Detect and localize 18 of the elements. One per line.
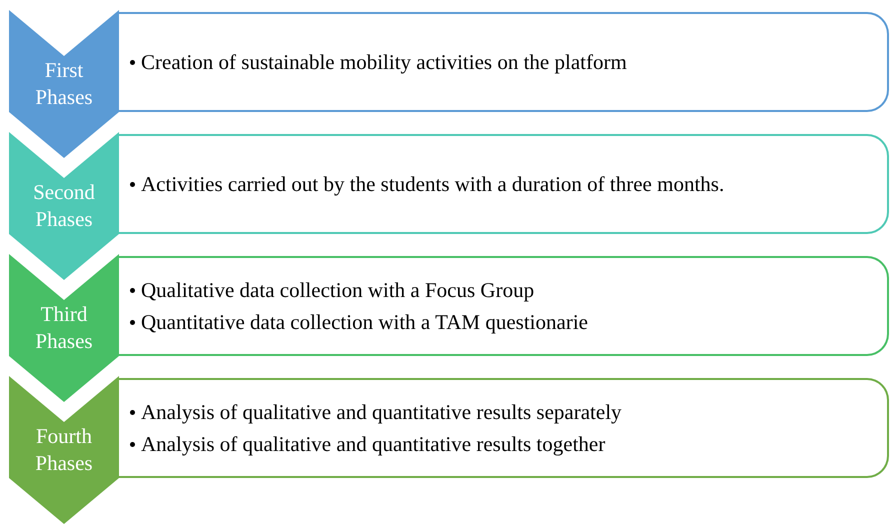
- phase-label: Fourth Phases: [34, 423, 94, 477]
- bullet-text: Analysis of qualitative and quantitative results together: [141, 431, 606, 458]
- phase-label: Second Phases: [32, 179, 96, 233]
- phase-label: Third Phases: [34, 301, 94, 355]
- phase-box: [119, 134, 889, 234]
- phase-block: [9, 132, 119, 282]
- phase-label: First Phases: [34, 57, 94, 111]
- phase-block: [9, 376, 119, 526]
- bullet-text: Quantitative data collection with a TAM questionarie: [141, 309, 588, 336]
- bullet-text: Qualitative data collection with a Focus Group: [141, 277, 534, 304]
- bullet-text: Analysis of qualitative and quantitative results separately: [141, 399, 622, 426]
- phase-box: [119, 12, 889, 112]
- bullet-text: Activities carried out by the students with a duration of three months.: [141, 171, 724, 198]
- phase-block: [9, 10, 119, 160]
- phase-box: [119, 256, 889, 356]
- phase-box: [119, 378, 889, 478]
- bullet-text: Creation of sustainable mobility activities on the platform: [141, 49, 627, 76]
- phase-block: [9, 254, 119, 404]
